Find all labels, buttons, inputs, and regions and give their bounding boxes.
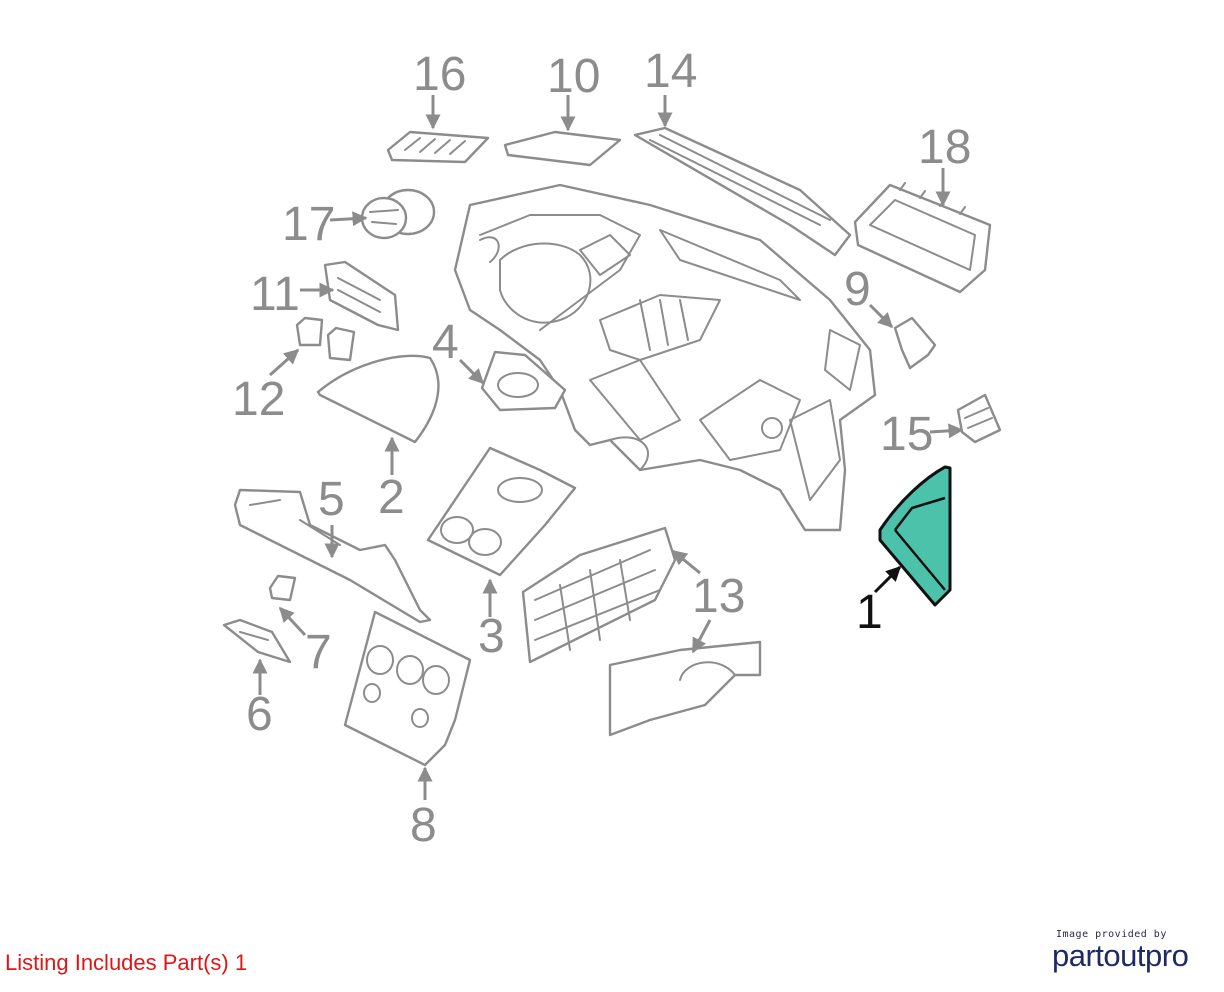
callout-9: 9 [844, 263, 871, 316]
callout-11: 11 [250, 268, 300, 321]
leader-lines [252, 95, 964, 800]
part-4-bezel [480, 350, 567, 412]
callout-6: 6 [246, 688, 273, 741]
callout-4: 4 [432, 316, 459, 369]
part-13-glovebox [521, 526, 677, 664]
callout-16: 16 [413, 48, 466, 101]
part-1-side-trim-highlighted [878, 465, 952, 607]
part-14-defrost-strip [633, 126, 852, 257]
part-10-panel [503, 130, 622, 167]
callout-1: 1 [856, 586, 883, 639]
dashboard-panel [453, 183, 877, 532]
callout-15: 15 [880, 408, 933, 461]
listing-includes-text: Listing Includes Part(s) 1 [5, 950, 248, 975]
callout-labels: 1 2 3 4 5 6 7 8 9 10 11 12 13 14 15 16 1… [232, 45, 971, 852]
callout-17: 17 [282, 198, 335, 251]
callout-5: 5 [318, 473, 345, 526]
image-provided-by-text: Image provided by [1056, 929, 1167, 940]
part-12-switches [295, 316, 356, 362]
part-8-panel [343, 610, 472, 767]
callout-2: 2 [378, 471, 405, 524]
callout-13: 13 [692, 570, 745, 623]
part-17-round-vent [360, 188, 436, 240]
callout-10: 10 [547, 50, 600, 103]
callout-3: 3 [478, 610, 505, 663]
part-2-cover [316, 354, 440, 444]
part-6-plate [222, 618, 292, 664]
part-3-center-bezel [426, 446, 577, 577]
callout-18: 18 [918, 121, 971, 174]
part-13-lower-panel [608, 640, 762, 737]
callout-8: 8 [410, 799, 437, 852]
part-9-trim [893, 316, 937, 370]
callout-7: 7 [305, 626, 332, 679]
callout-12: 12 [232, 373, 285, 426]
part-18-module [853, 182, 992, 294]
brand-name: partoutpro [1052, 938, 1189, 973]
brand-logo: Image provided by partoutpro [1052, 929, 1212, 974]
part-11-bezel [323, 260, 400, 332]
part-7-connector [268, 574, 297, 602]
part-16-vent [386, 130, 490, 164]
part-15-vent [956, 393, 1002, 444]
callout-14: 14 [644, 45, 697, 98]
